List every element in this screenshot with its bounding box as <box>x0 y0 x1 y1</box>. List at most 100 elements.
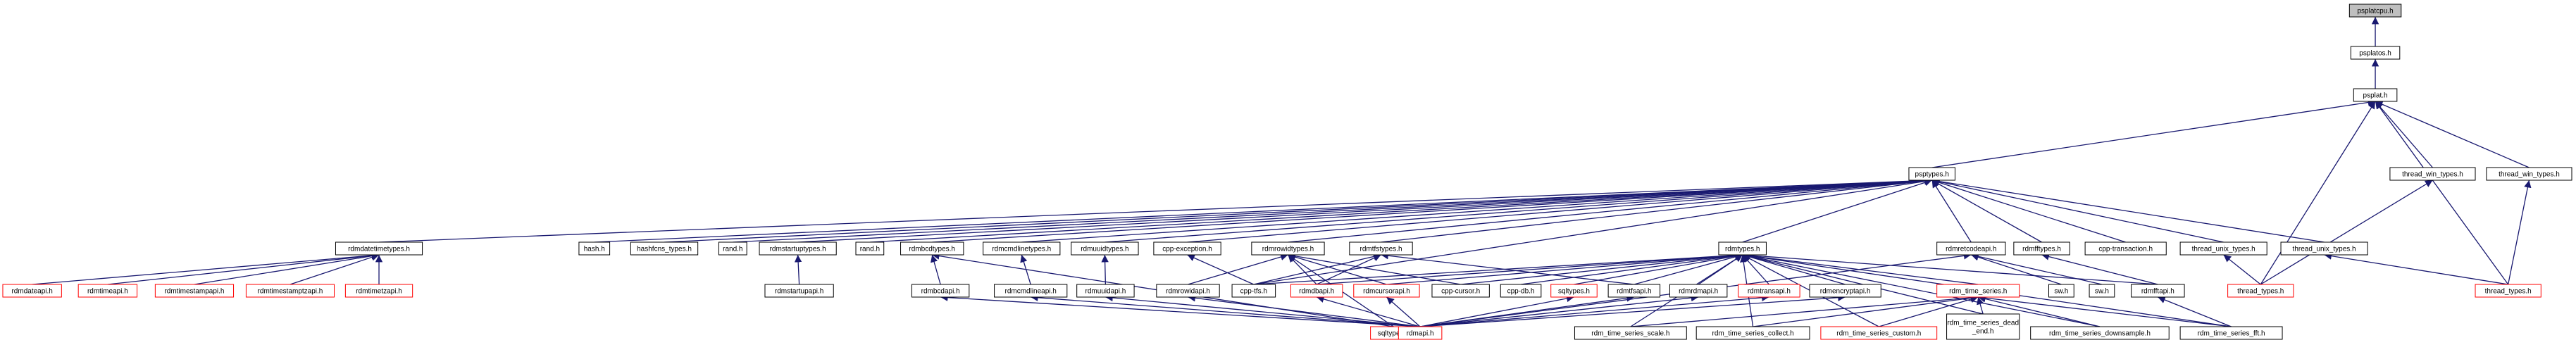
node-rdmfftypes[interactable]: rdmfftypes.h <box>2013 241 2070 256</box>
edge-rdmapi-to-rdmbcdapi <box>940 294 1421 327</box>
node-label: rdmapi.h <box>1407 330 1434 338</box>
node-label: thread_win_types.h <box>2402 171 2463 179</box>
node-label: rdmrdmapi.h <box>1679 288 1718 296</box>
node-label: rdmcmdlineapi.h <box>1004 288 1056 296</box>
node-label: cpp-transaction.h <box>2098 246 2153 253</box>
edge-rdmcmdlinetypes-to-psptypes <box>1021 177 1932 243</box>
node-rdmdatetimetypes[interactable]: rdmdatetimetypes.h <box>335 241 423 256</box>
edge-rand1-to-psptypes <box>733 177 1932 243</box>
node-psptypes[interactable]: psptypes.h <box>1908 167 1955 181</box>
node-label: rdmstartuptypes.h <box>770 246 826 253</box>
edge-rdmtimeapi-to-rdmdatetimetypes <box>107 251 380 285</box>
node-label: cpp-tfs.h <box>1240 288 1267 296</box>
header-nodes: psplatcpu.h psplatos.h psplat.h psptypes.h t… <box>2 4 2572 340</box>
node-box <box>2089 284 2115 298</box>
node-rdmdateapi[interactable]: rdmdateapi.h <box>2 284 62 298</box>
node-box <box>2048 284 2074 298</box>
node-rdmtimetzapi[interactable]: rdmtimetzapi.h <box>344 284 413 298</box>
dependency-edges <box>32 17 2532 327</box>
node-rdmapi[interactable]: rdmapi.h <box>1398 326 1443 340</box>
node-rdmstartupapi[interactable]: rdmstartupapi.h <box>764 284 834 298</box>
node-thread_types1[interactable]: thread_types.h <box>2227 284 2294 298</box>
node-rdm_time_series_dead_end[interactable]: rdm_time_series_dead_end.h <box>1946 313 2020 340</box>
node-hashfcns_types[interactable]: hashfcns_types.h <box>630 241 699 256</box>
edge-cpp_cursor-to-rdmrowidtypes <box>1288 252 1461 285</box>
node-thread_win_types2[interactable]: thread_win_types.h <box>2486 167 2572 181</box>
node-rdmuuidtypes[interactable]: rdmuuidtypes.h <box>1071 241 1139 256</box>
node-label: rdm_time_series_custom.h <box>1836 330 1921 338</box>
node-rdmretcodeapi[interactable]: rdmretcodeapi.h <box>1936 241 2006 256</box>
node-sqltypes1[interactable]: sqltypes.h <box>1550 284 1598 298</box>
node-cpp_cursor[interactable]: cpp-cursor.h <box>1431 284 1490 298</box>
node-box <box>1431 284 1490 298</box>
node-box <box>718 241 747 256</box>
node-cpp_tfs[interactable]: cpp-tfs.h <box>1231 284 1276 298</box>
node-rdmcmdlinetypes[interactable]: rdmcmdlinetypes.h <box>983 241 1061 256</box>
node-rdm_time_series_fft[interactable]: rdm_time_series_fft.h <box>2179 326 2283 340</box>
node-sw1[interactable]: sw.h <box>2048 284 2074 298</box>
node-rand1[interactable]: rand.h <box>718 241 747 256</box>
node-rdmuuidapi[interactable]: rdmuuidapi.h <box>1076 284 1135 298</box>
node-sw2[interactable]: sw.h <box>2089 284 2115 298</box>
node-rdmstartuptypes[interactable]: rdmstartuptypes.h <box>759 241 837 256</box>
node-label: rand.h <box>860 246 880 253</box>
node-rdmrdmapi[interactable]: rdmrdmapi.h <box>1669 284 1728 298</box>
node-rdm_time_series_custom[interactable]: rdm_time_series_custom.h <box>1820 326 1938 340</box>
node-box <box>2227 284 2294 298</box>
node-rdmfftapi[interactable]: rdmfftapi.h <box>2131 284 2185 298</box>
node-rdm_time_series[interactable]: rdm_time_series.h <box>1936 284 2020 298</box>
node-rdmtimestamptzapi[interactable]: rdmtimestamptzapi.h <box>245 284 335 298</box>
node-hash[interactable]: hash.h <box>578 241 611 256</box>
node-psplatcpu[interactable]: psplatcpu.h <box>2348 4 2402 18</box>
node-rdmtransapi[interactable]: rdmtransapi.h <box>1738 284 1800 298</box>
node-psplat[interactable]: psplat.h <box>2353 88 2398 102</box>
edge-thread_unix_types1-to-psptypes <box>1931 178 2224 243</box>
node-rdmdbapi[interactable]: rdmdbapi.h <box>1290 284 1343 298</box>
node-label: sqltypes.h <box>1378 330 1410 338</box>
node-thread_win_types1[interactable]: thread_win_types.h <box>2389 167 2476 181</box>
node-box <box>1809 284 1881 298</box>
node-rdmbcdtypes[interactable]: rdmbcdtypes.h <box>900 241 964 256</box>
node-rdm_time_series_collect[interactable]: rdm_time_series_collect.h <box>1695 326 1810 340</box>
node-box <box>2353 88 2398 102</box>
edge-sqltypes1-to-rdmtypes <box>1574 252 1743 285</box>
node-cpp_db[interactable]: cpp-db.h <box>1500 284 1542 298</box>
node-box <box>1071 241 1139 256</box>
node-rdmbcdapi[interactable]: rdmbcdapi.h <box>911 284 970 298</box>
node-rdmrowidtypes[interactable]: rdmrowidtypes.h <box>1251 241 1325 256</box>
node-label: rand.h <box>723 246 742 253</box>
node-label: rdmtfsapi.h <box>1617 288 1651 296</box>
node-box <box>1669 284 1728 298</box>
edge-rdmapi-to-rdmencryptapi <box>1420 294 1846 327</box>
node-label: rdmtimetzapi.h <box>356 288 402 296</box>
node-rdmcmdlineapi[interactable]: rdmcmdlineapi.h <box>994 284 1068 298</box>
node-rdmtfsapi[interactable]: rdmtfsapi.h <box>1607 284 1661 298</box>
node-rdmencryptapi[interactable]: rdmencryptapi.h <box>1809 284 1881 298</box>
node-rdmtfstypes[interactable]: rdmtfstypes.h <box>1349 241 1413 256</box>
node-rdm_time_series_scale[interactable]: rdm_time_series_scale.h <box>1574 326 1687 340</box>
node-rdmtypes[interactable]: rdmtypes.h <box>1718 241 1767 256</box>
node-rdmcursorapi[interactable]: rdmcursorapi.h <box>1353 284 1420 298</box>
edge-cpp_tfs-to-rdmtypes <box>1253 251 1743 285</box>
edge-thread_types1-to-psplat <box>2260 101 2376 285</box>
edge-rdmuuidtypes-to-psptypes <box>1105 177 1932 243</box>
edge-thread_types2-to-psplat <box>2375 101 2509 285</box>
node-rand2[interactable]: rand.h <box>855 241 885 256</box>
node-rdmtimeapi[interactable]: rdmtimeapi.h <box>77 284 138 298</box>
node-box <box>1946 313 2020 340</box>
node-rdm_time_series_downsample[interactable]: rdm_time_series_downsample.h <box>2030 326 2170 340</box>
edge-hash-to-psptypes <box>594 177 1932 243</box>
node-cpp_transaction[interactable]: cpp-transaction.h <box>2084 241 2167 256</box>
node-box <box>2486 167 2572 181</box>
node-box <box>764 284 834 298</box>
node-thread_unix_types1[interactable]: thread_unix_types.h <box>2179 241 2267 256</box>
edge-rdmcmdlineapi-to-rdmcmdlinetypes <box>1020 254 1031 285</box>
edge-rdmtypes-to-psptypes <box>1742 179 1932 243</box>
node-box <box>1251 241 1325 256</box>
node-psplatos[interactable]: psplatos.h <box>2350 46 2401 60</box>
node-rdmtimestampapi[interactable]: rdmtimestampapi.h <box>154 284 235 298</box>
node-thread_unix_types2[interactable]: thread_unix_types.h <box>2280 241 2368 256</box>
node-cpp_exception[interactable]: cpp-exception.h <box>1153 241 1221 256</box>
node-rdmrowidapi[interactable]: rdmrowidapi.h <box>1156 284 1220 298</box>
node-thread_types2[interactable]: thread_types.h <box>2475 284 2541 298</box>
